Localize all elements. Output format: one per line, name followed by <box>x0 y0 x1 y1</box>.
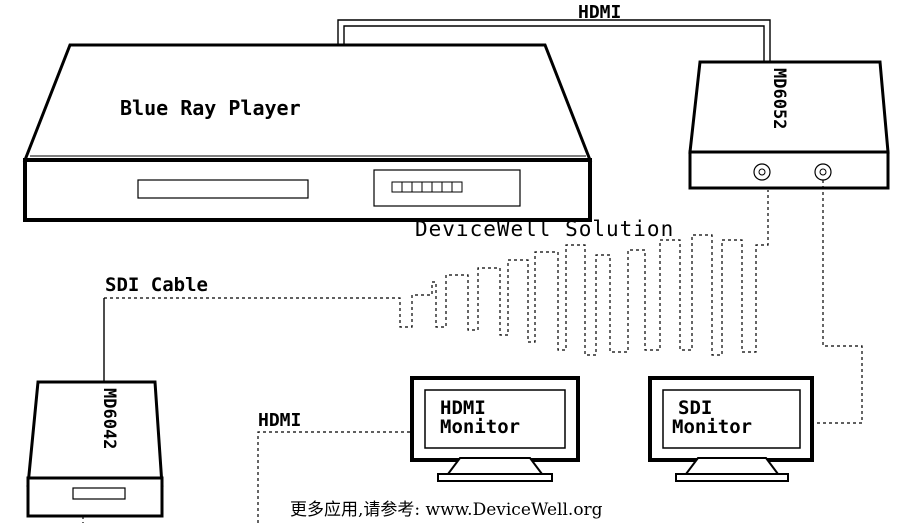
watermark: DeviceWell Solution <box>415 217 674 241</box>
disc-tray <box>137 179 309 199</box>
sdi-monitor-line1: SDI <box>678 397 712 419</box>
sdi-monitor-line2: Monitor <box>672 416 752 438</box>
top-hdmi-label: HDMI <box>578 2 621 23</box>
md6042-label: MD6042 <box>99 388 119 449</box>
md6042-converter <box>26 380 164 518</box>
md6052-label: MD6052 <box>769 68 789 129</box>
hdmi-monitor-line1: HDMI <box>440 397 486 419</box>
md6052-converter <box>688 60 890 190</box>
hdmi-monitor <box>410 376 580 482</box>
bottom-hdmi-label: HDMI <box>258 410 301 431</box>
sdi-out-cable <box>812 180 863 424</box>
hdmi-cable-top <box>337 19 771 62</box>
footer-text: 更多应用,请参考: www.DeviceWell.org <box>290 500 603 520</box>
sdi-coil-cable <box>104 190 769 356</box>
sdi-cable-label: SDI Cable <box>105 274 208 296</box>
hdmi-monitor-line2: Monitor <box>440 416 520 438</box>
blue-ray-player <box>22 43 593 222</box>
player-label: Blue Ray Player <box>120 96 301 120</box>
sdi-monitor <box>648 376 814 482</box>
hdmi-cable-bottom <box>257 431 412 523</box>
port-slot <box>72 487 126 500</box>
